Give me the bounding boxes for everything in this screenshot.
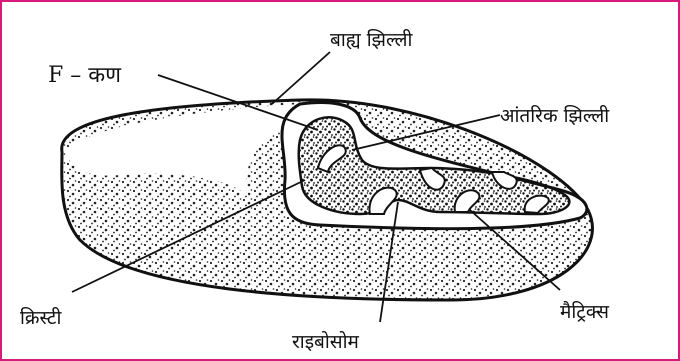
label-ribosome: राइबोसोम bbox=[292, 330, 360, 353]
label-outer-membrane: बाह्य झिल्ली bbox=[330, 28, 413, 51]
leader-outer-membrane bbox=[272, 52, 330, 104]
label-matrix: मैट्रिक्स bbox=[560, 300, 610, 323]
label-cristae: क्रिस्टी bbox=[20, 306, 62, 329]
label-inner-membrane: आंतरिक झिल्ली bbox=[500, 104, 610, 127]
label-f-particle: F – कण bbox=[48, 63, 122, 88]
